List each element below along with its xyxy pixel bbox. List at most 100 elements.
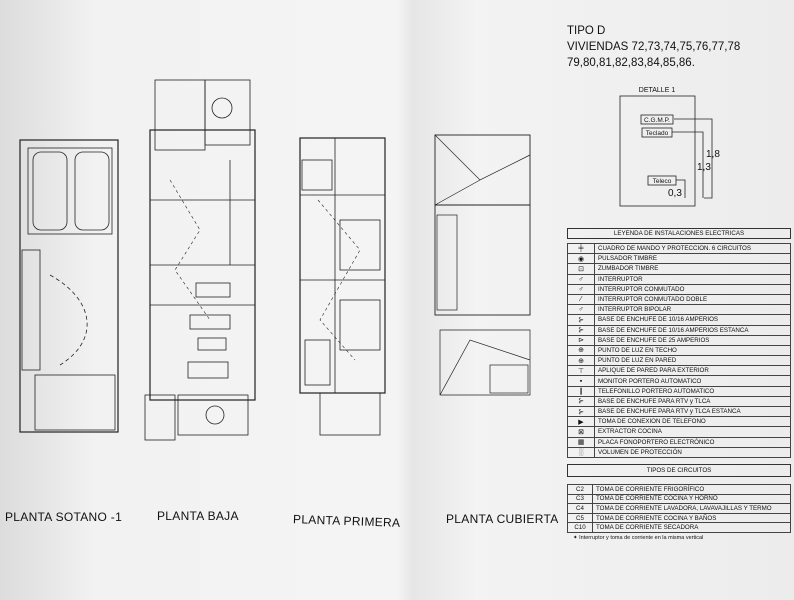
legend-label: INTERRUPTOR CONMUTADO DOBLE	[594, 293, 791, 306]
legend-label: PUNTO DE LUZ EN PARED	[594, 355, 791, 367]
legend-row: ♂INTERRUPTOR BIPOLAR	[567, 304, 791, 316]
bipolar-switch-icon: ♂	[567, 304, 595, 316]
legend-label: ZUMBADOR TIMBRE	[594, 263, 791, 275]
legend-row: ░VOLUMEN DE PROTECCIÓN	[567, 446, 791, 458]
circuit-label: TOMA DE CORRIENTE COCINA Y HORNO	[592, 493, 791, 505]
legend-label: EXTRACTOR COCINA	[594, 426, 791, 438]
legend-row: ❙TELEFONILLO PORTERO AUTOMATICO	[567, 385, 791, 397]
legend-row: ⊠EXTRACTOR COCINA	[567, 426, 791, 438]
legend-row: ♂INTERRUPTOR CONMUTADO	[567, 283, 791, 295]
legend-row: ⁄INTERRUPTOR CONMUTADO DOBLE	[567, 293, 791, 306]
legend-row: ⊱BASE DE ENCHUFE DE 10/16 AMPERIOS ESTAN…	[567, 324, 791, 336]
two-way-switch-icon: ♂	[567, 283, 595, 295]
electrical-legend: LEYENDA DE INSTALACIONES ELECTRICAS ╪CUA…	[567, 228, 791, 541]
panel-icon: ╪	[567, 242, 595, 255]
legend-label: INTERRUPTOR CONMUTADO	[594, 283, 791, 295]
plan-label-cubierta: PLANTA CUBIERTA	[446, 512, 559, 526]
circuit-code: C5	[567, 512, 593, 524]
legend-title: LEYENDA DE INSTALACIONES ELECTRICAS	[567, 228, 791, 239]
circuits-title: TIPOS DE CIRCUITOS	[567, 463, 791, 477]
ceiling-light-icon: ⊕	[567, 344, 595, 357]
detalle-dim-3: 0,3	[668, 188, 682, 199]
tipo-label: TIPO D	[567, 25, 606, 37]
buzzer-icon: ⊡	[567, 263, 595, 275]
legend-label: CUADRO DE MANDO Y PROTECCION. 6 CIRCUITO…	[594, 242, 791, 255]
type-header: TIPO D VIVIENDAS 72,73,74,75,76,77,78 79…	[567, 23, 740, 71]
circuit-label: TOMA DE CORRIENTE FRIGORÍFICO	[592, 483, 791, 495]
legend-label: BASE DE ENCHUFE PARA RTV y TLCA	[594, 395, 791, 408]
viviendas-line-2: 79,80,81,82,83,84,85,86.	[567, 57, 695, 69]
circuits-note: ✦ Interruptor y toma de corriente en la …	[573, 534, 704, 541]
intercom-phone-icon: ❙	[567, 385, 595, 397]
legend-row: ♂INTERRUPTOR	[567, 273, 791, 285]
detalle-teleco-label: Teleco	[653, 178, 672, 185]
legend-label: BASE DE ENCHUFE DE 25 AMPERIOS	[594, 334, 791, 346]
phone-socket-icon: ▶	[567, 416, 595, 428]
viviendas-line-1: VIVIENDAS 72,73,74,75,76,77,78	[567, 41, 741, 53]
plan-label-baja: PLANTA BAJA	[157, 509, 239, 523]
switch-icon: ♂	[567, 273, 595, 285]
legend-row: ▦PLACA FONOPORTERO ELECTRÓNICO	[567, 436, 791, 448]
legend-label: PUNTO DE LUZ EN TECHO	[594, 344, 791, 357]
plan-baja-drawing	[144, 79, 256, 441]
tv-waterproof-socket-icon: ⊱	[567, 405, 595, 418]
circuit-label: TOMA DE CORRIENTE SECADORA	[592, 522, 791, 533]
socket-25a-icon: ⊳	[567, 334, 595, 346]
plan-sotano-drawing	[19, 139, 119, 433]
detalle-dim-2: 1,3	[697, 162, 711, 173]
legend-row: ⊕PUNTO DE LUZ EN TECHO	[567, 344, 791, 357]
legend-label: INTERRUPTOR	[594, 273, 791, 285]
legend-row: ▪MONITOR PORTERO AUTOMATICO	[567, 375, 791, 387]
exterior-wall-light-icon: ⊤	[567, 365, 595, 377]
legend-table: ╪CUADRO DE MANDO Y PROTECCION. 6 CIRCUIT…	[567, 242, 791, 458]
detalle-teclado-label: Teclado	[646, 130, 669, 137]
circuit-code: C2	[567, 483, 593, 495]
intercom-plate-icon: ▦	[567, 436, 595, 448]
legend-label: BASE DE ENCHUFE PARA RTV y TLCA ESTANCA	[594, 405, 791, 418]
detalle-cgmp-label: C.G.M.P.	[644, 117, 670, 124]
legend-row: ⊤APLIQUE DE PARED PARA EXTERIOR	[567, 365, 791, 377]
legend-row: ⊳BASE DE ENCHUFE DE 25 AMPERIOS	[567, 334, 791, 346]
legend-label: BASE DE ENCHUFE DE 10/16 AMPERIOS ESTANC…	[594, 324, 791, 336]
detalle-dim-1: 1,8	[706, 149, 720, 160]
circuit-code: C3	[567, 493, 593, 505]
legend-row: ╪CUADRO DE MANDO Y PROTECCION. 6 CIRCUIT…	[567, 242, 791, 255]
legend-row: ▶TOMA DE CONEXION DE TELEFONO	[567, 416, 791, 428]
legend-label: TELEFONILLO PORTERO AUTOMATICO	[594, 385, 791, 397]
protection-volume-icon: ░	[567, 446, 595, 458]
legend-label: PULSADOR TIMBRE	[594, 253, 791, 265]
circuit-label: TOMA DE CORRIENTE COCINA Y BAÑOS	[592, 512, 791, 524]
kitchen-extractor-icon: ⊠	[567, 426, 595, 438]
legend-row: ◉PULSADOR TIMBRE	[567, 253, 791, 265]
circuit-label: TOMA DE CORRIENTE LAVADORA, LAVAVAJILLAS…	[592, 503, 791, 514]
plan-primera-drawing	[299, 137, 386, 436]
socket-icon: ⊱	[567, 314, 595, 326]
legend-row: ⊡ZUMBADOR TIMBRE	[567, 263, 791, 275]
legend-row: ⊱BASE DE ENCHUFE DE 10/16 AMPERIOS	[567, 314, 791, 326]
legend-label: INTERRUPTOR BIPOLAR	[594, 304, 791, 316]
tv-socket-icon: ⊱	[567, 395, 595, 408]
legend-label: APLIQUE DE PARED PARA EXTERIOR	[594, 365, 791, 377]
legend-label: PLACA FONOPORTERO ELECTRÓNICO	[594, 436, 791, 448]
legend-row: ⊕PUNTO DE LUZ EN PARED	[567, 355, 791, 367]
legend-row: ⊱BASE DE ENCHUFE PARA RTV y TLCA ESTANCA	[567, 405, 791, 418]
bell-button-icon: ◉	[567, 253, 595, 265]
legend-label: MONITOR PORTERO AUTOMATICO	[594, 375, 791, 387]
detalle-1-drawing	[619, 95, 713, 207]
legend-label: TOMA DE CONEXION DE TELEFONO	[594, 416, 791, 428]
double-switch-icon: ⁄	[567, 293, 595, 306]
plan-label-sotano: PLANTA SOTANO -1	[5, 510, 123, 524]
intercom-monitor-icon: ▪	[567, 375, 595, 387]
plan-cubierta-drawing	[434, 134, 531, 396]
circuit-code: C10	[567, 522, 593, 533]
legend-label: VOLUMEN DE PROTECCIÓN	[594, 446, 791, 458]
waterproof-socket-icon: ⊱	[567, 324, 595, 336]
circuit-code: C4	[567, 503, 593, 514]
